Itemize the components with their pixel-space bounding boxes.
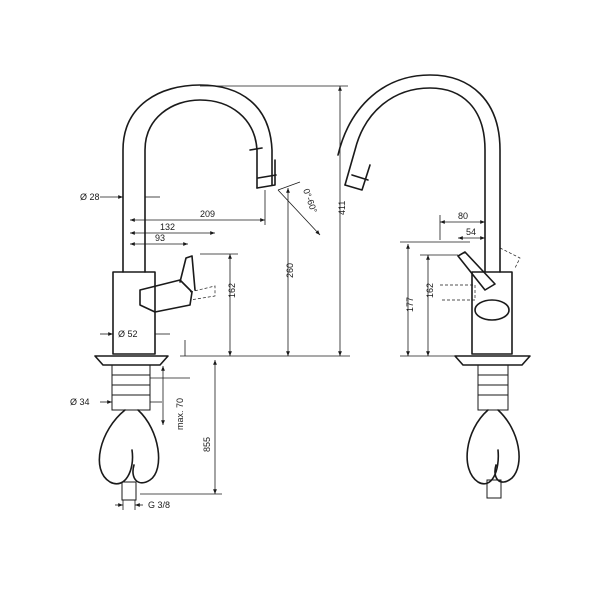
- dim-diameter-28: Ø 28: [80, 192, 100, 202]
- dim-54: 54: [466, 227, 476, 237]
- side-lever-dashed: [189, 285, 216, 301]
- dim-max-70: max. 70: [175, 398, 185, 430]
- front-lever-dashed: [440, 284, 476, 301]
- dim-angle-0-60: 0°-60°: [301, 187, 319, 214]
- front-spout-inner: [337, 74, 501, 273]
- dim-260: 260: [285, 263, 295, 278]
- front-shank: [477, 364, 509, 411]
- side-body: [112, 271, 156, 355]
- side-spray-head: [249, 147, 277, 189]
- dim-diameter-52: Ø 52: [118, 329, 138, 339]
- dim-162-right: 162: [425, 283, 435, 298]
- front-hose-fitting: [486, 479, 502, 499]
- front-hoses: [466, 409, 520, 485]
- side-lever-handle: [139, 279, 193, 313]
- dim-132: 132: [160, 222, 175, 232]
- side-view: Ø 28 209 132 93 Ø 52 162 260 411 0°-60°: [70, 84, 350, 510]
- front-body: [471, 271, 513, 355]
- side-hoses: [98, 409, 160, 485]
- side-spout-inner: [144, 99, 258, 273]
- front-lever: [457, 251, 496, 291]
- dim-80: 80: [458, 211, 468, 221]
- front-lever-dashed-top: [499, 247, 521, 269]
- dim-177: 177: [405, 297, 415, 312]
- side-shank: [111, 364, 151, 411]
- side-spout-outer: [122, 84, 273, 273]
- front-spray-head: [344, 164, 371, 191]
- front-spout-outer: [344, 87, 486, 273]
- dim-diameter-34: Ø 34: [70, 397, 90, 407]
- front-lever-cap: [474, 299, 510, 321]
- dim-855: 855: [202, 437, 212, 452]
- front-view: 80 54 177 162: [337, 74, 531, 499]
- side-base-plate: [94, 355, 169, 366]
- dim-411: 411: [337, 201, 347, 215]
- side-lever-stem: [179, 255, 196, 291]
- front-base-plate: [454, 355, 531, 366]
- dim-209: 209: [200, 209, 215, 219]
- dim-g-3-8: G 3/8: [148, 500, 170, 510]
- dim-162-left: 162: [227, 283, 237, 298]
- side-hose-fitting: [121, 481, 137, 501]
- dim-93: 93: [155, 233, 165, 243]
